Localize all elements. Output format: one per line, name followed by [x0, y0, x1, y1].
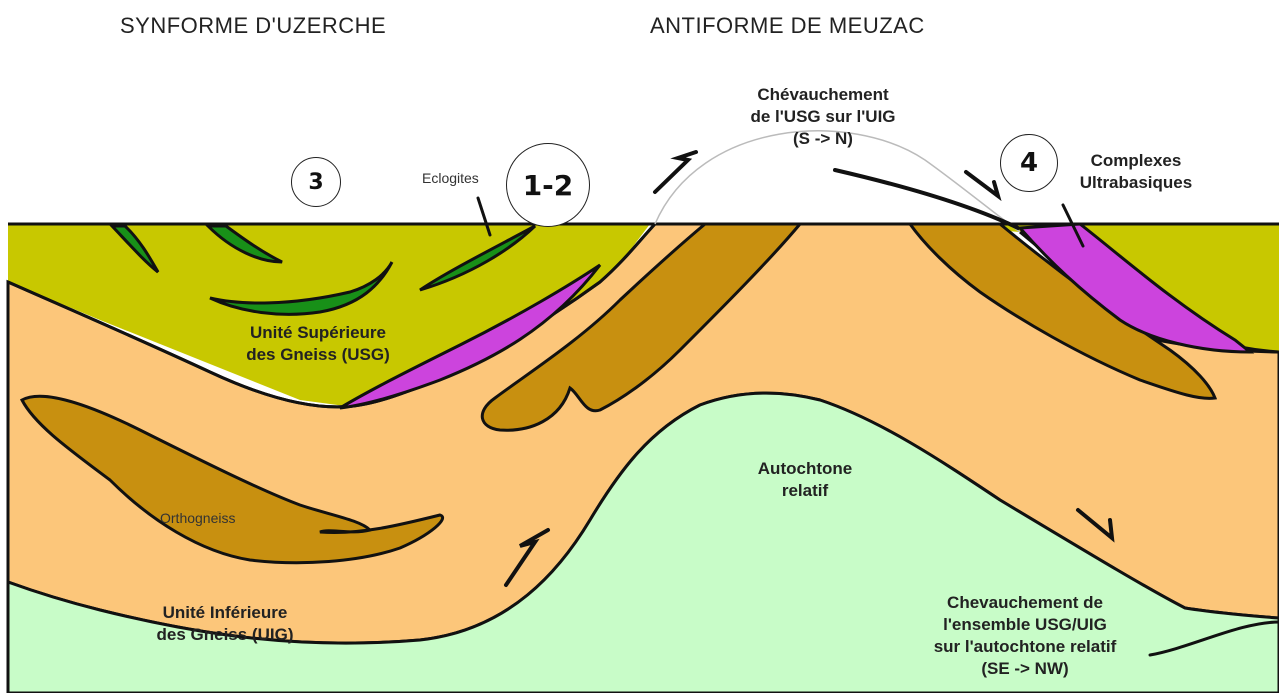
label-orthogneiss: Orthogneiss: [160, 510, 235, 526]
label-autochtone: Autochtone relatif: [745, 458, 865, 502]
label-chev2-line4: (SE -> NW): [905, 658, 1145, 680]
label-chevauchement-usg-uig: Chévauchement de l'USG sur l'UIG (S -> N…: [718, 84, 928, 150]
label-usg-line2: des Gneiss (USG): [238, 344, 398, 366]
label-uig-line2: des Gneiss (UIG): [143, 624, 307, 646]
thrust-tick-right-1: [966, 172, 998, 196]
label-usg: Unité Supérieure des Gneiss (USG): [238, 322, 398, 366]
title-antiforme: ANTIFORME DE MEUZAC: [650, 13, 925, 39]
label-autochtone-line1: Autochtone: [745, 458, 865, 480]
label-uig: Unité Inférieure des Gneiss (UIG): [143, 602, 307, 646]
label-chev2-line3: sur l'autochtone relatif: [905, 636, 1145, 658]
marker-3: 3: [291, 157, 341, 207]
label-chev2-line1: Chevauchement de: [905, 592, 1145, 614]
label-autochtone-line2: relatif: [745, 480, 865, 502]
label-eclogites: Eclogites: [422, 170, 479, 186]
label-chev2-line2: l'ensemble USG/UIG: [905, 614, 1145, 636]
label-chev1-line1: Chévauchement: [718, 84, 928, 106]
label-chev1-line3: (S -> N): [718, 128, 928, 150]
marker-4: 4: [1000, 134, 1058, 192]
label-cub-line2: Ultrabasiques: [1066, 172, 1206, 194]
thrust-arrow-top-left: [655, 152, 696, 192]
label-uig-line1: Unité Inférieure: [143, 602, 307, 624]
marker-1-2: 1-2: [506, 143, 590, 227]
thrust-arrow-top-center: [835, 170, 1018, 228]
title-synforme: SYNFORME D'UZERCHE: [120, 13, 386, 39]
label-chev1-line2: de l'USG sur l'UIG: [718, 106, 928, 128]
label-usg-line1: Unité Supérieure: [238, 322, 398, 344]
label-complexes-ultrabasiques: Complexes Ultrabasiques: [1066, 150, 1206, 194]
label-chevauchement-ensemble: Chevauchement de l'ensemble USG/UIG sur …: [905, 592, 1145, 680]
label-cub-line1: Complexes: [1066, 150, 1206, 172]
